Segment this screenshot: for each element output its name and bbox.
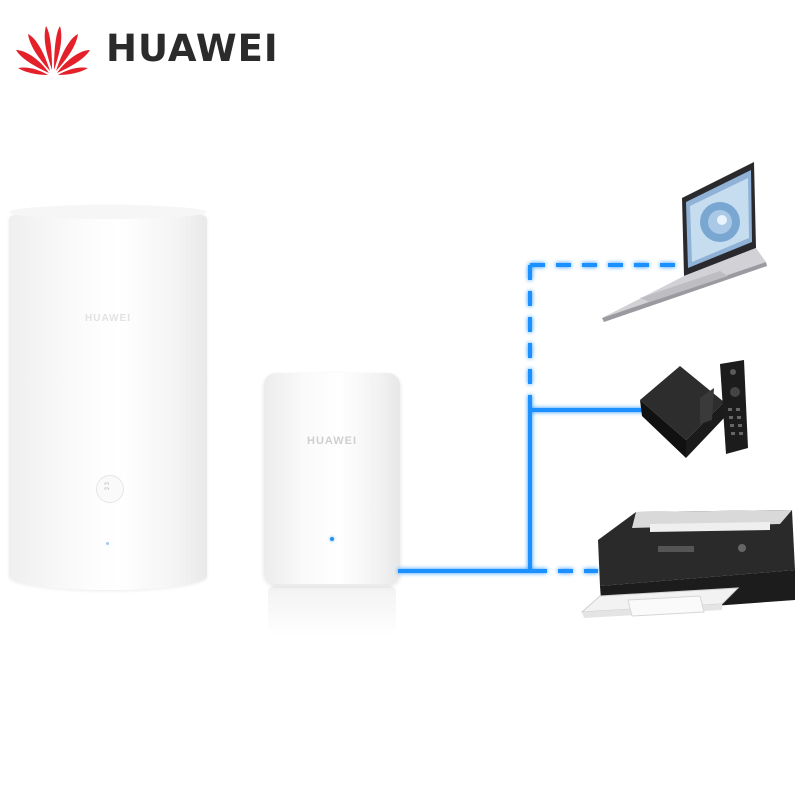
satellite-logo: HUAWEI <box>307 435 357 447</box>
satellite-reflection <box>268 586 396 636</box>
main-router: HUAWEI ʭ <box>9 205 207 590</box>
huawei-logo-icon <box>16 26 90 75</box>
brand-header: HUAWEI <box>14 18 279 78</box>
router-top-cap <box>9 205 207 219</box>
tv-box-icon <box>640 360 748 458</box>
brand-name: HUAWEI <box>106 26 279 70</box>
main-router-logo: HUAWEI <box>85 313 131 324</box>
router-button-glyph: ʭ <box>104 482 110 493</box>
laptop-icon <box>602 162 767 322</box>
satellite-router: HUAWEI <box>264 373 400 584</box>
router-led <box>106 542 109 545</box>
printer-icon <box>580 510 795 618</box>
router-button-icon: ʭ <box>96 475 124 503</box>
satellite-led <box>330 537 334 541</box>
